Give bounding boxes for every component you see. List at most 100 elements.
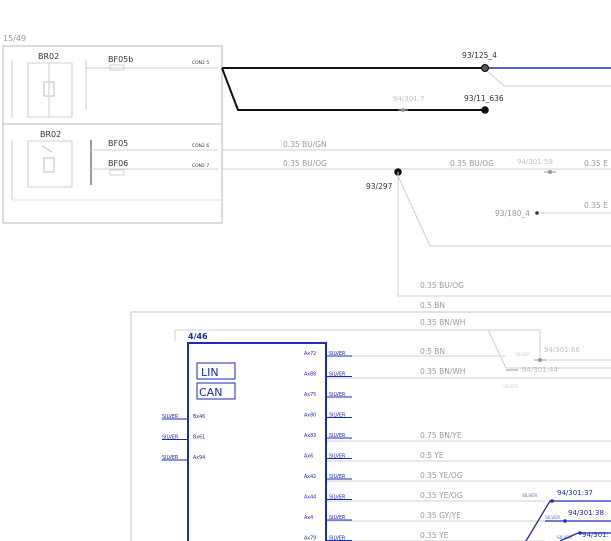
pin-label-ax79: Ax79 bbox=[304, 536, 316, 541]
silver-label-1: SILVER bbox=[515, 352, 530, 358]
pin-silver-ax79: SILVER bbox=[329, 536, 346, 541]
pin-3-label: CON2 7 bbox=[192, 163, 209, 169]
page-label: 15/49 bbox=[3, 34, 26, 43]
rwire-6-label: 0.35 YE/OG bbox=[420, 491, 463, 500]
wire-1-label: 0.35 BU/GN bbox=[283, 140, 327, 149]
wire-grey-top-right bbox=[485, 69, 611, 87]
splice-9-dot bbox=[550, 499, 554, 503]
pin-silver-ax6: SILVER bbox=[329, 454, 346, 460]
splice-4-label: 93/297 bbox=[366, 182, 393, 191]
fuse-1-label: BF05b bbox=[108, 55, 133, 64]
splice-10-dot bbox=[563, 519, 567, 523]
wire-vertical bbox=[397, 172, 611, 297]
pin-1-label: CON2 5 bbox=[192, 60, 209, 66]
silver-label-3: SILVER bbox=[522, 493, 537, 499]
left-silver-bx46: SILVER bbox=[162, 414, 179, 420]
pin-silver-ax88: SILVER bbox=[329, 372, 346, 378]
pin-label-ax83: Ax83 bbox=[304, 433, 316, 439]
can-label: CAN bbox=[199, 386, 222, 399]
fuse-3-symbol bbox=[109, 169, 125, 176]
pin-silver-ax42: SILVER bbox=[329, 474, 346, 480]
wire-3-label: 0.35 BU/OG bbox=[450, 159, 494, 168]
left-silver-bx61: SILVER bbox=[162, 435, 179, 441]
relay-b-switch bbox=[41, 145, 53, 153]
pin-label-ax44: Ax44 bbox=[304, 495, 316, 501]
pin-label-ax88: Ax88 bbox=[304, 372, 316, 378]
left-pin-ax94: Ax94 bbox=[193, 455, 205, 461]
splice-7-dot bbox=[538, 358, 542, 362]
pin-silver-ax80: SILVER bbox=[329, 413, 346, 419]
pin-label-ax72: Ax72 bbox=[304, 351, 316, 357]
black-wires: 93/125_4 94/301:7 93/11_636 bbox=[221, 51, 611, 114]
left-silver-ax94: SILVER bbox=[162, 455, 179, 461]
relay-b-body bbox=[27, 140, 73, 188]
fuse-relay-module: BR02 BF05b CON2 5 BR02 BF05 BF06 CON2 6 … bbox=[2, 45, 223, 224]
splice-7-label: 94/301:66 bbox=[544, 346, 580, 354]
wire-4-label: 0.35 E bbox=[584, 159, 608, 168]
splice-2-dot bbox=[401, 108, 405, 112]
wire-r1-diag bbox=[487, 329, 611, 369]
relay-a-body bbox=[27, 62, 73, 118]
outer-frame bbox=[130, 311, 611, 541]
splice-8-label: 94/301:44 bbox=[522, 366, 558, 374]
splice-5-dot bbox=[548, 170, 552, 174]
splice-11-label: 94/301: bbox=[582, 531, 609, 539]
vwire-3-label: 0.35 BN/WH bbox=[420, 318, 465, 327]
module-outline-blue bbox=[187, 342, 327, 541]
splice-9-label: 94/301:37 bbox=[557, 489, 593, 497]
splice-1-dot bbox=[481, 64, 489, 72]
splice-3-label: 93/11_636 bbox=[464, 94, 504, 103]
rwire-2-label: 0.35 BN/WH bbox=[420, 367, 465, 376]
left-pin-bx46: Bx46 bbox=[193, 414, 205, 420]
splice-3-dot bbox=[481, 106, 489, 114]
pin-silver-ax72: SILVER bbox=[329, 351, 346, 357]
rwire-8-label: 0.35 YE bbox=[420, 531, 449, 540]
pin-label-ax75: Ax75 bbox=[304, 392, 316, 398]
silver-label-2: SILVER bbox=[503, 384, 518, 390]
rwire-1-label: 0.5 BN bbox=[420, 347, 445, 356]
blue-splice-wire-a bbox=[525, 500, 611, 541]
wire-diag bbox=[397, 175, 611, 247]
splice-11-dot bbox=[578, 531, 582, 535]
grey-wires: 93/297 0.35 BU/GN 0.35 BU/OG 0.35 BU/OG … bbox=[222, 140, 611, 327]
rwire-5-label: 0.35 YE/OG bbox=[420, 471, 463, 480]
lower-wires: 94/301:66 94/301:44 SILVER SILVER 0.5 BN… bbox=[130, 311, 611, 541]
relay-a-label: BR02 bbox=[38, 52, 59, 61]
splice-5-label: 94/301:59 bbox=[517, 158, 553, 166]
can-box bbox=[196, 382, 236, 400]
splice-6-dot bbox=[535, 211, 539, 215]
silver-label-5: SILVER bbox=[557, 535, 572, 541]
splice-10-label: 94/301:38 bbox=[568, 509, 604, 517]
wire-5-label: 0.35 E bbox=[584, 201, 608, 210]
blue-splice-wire-c bbox=[559, 532, 611, 541]
splice-1-label: 93/125_4 bbox=[462, 51, 497, 60]
pin-label-ax80: Ax80 bbox=[304, 413, 316, 419]
vwire-2-label: 0.5 BN bbox=[420, 301, 445, 310]
pin-label-ax6: Ax6 bbox=[304, 454, 313, 460]
rwire-4-label: 0.5 YE bbox=[420, 451, 444, 460]
fuse-2-label: BF05 bbox=[108, 139, 128, 148]
bn-wire bbox=[175, 329, 611, 361]
relay-b-coil bbox=[43, 157, 55, 173]
lin-label: LIN bbox=[201, 366, 219, 379]
relay-b-label: BR02 bbox=[40, 130, 61, 139]
pin-label-ax42: Ax42 bbox=[304, 474, 316, 480]
wire-2-label: 0.35 BU/OG bbox=[283, 159, 327, 168]
module-id: 4/46 bbox=[188, 332, 208, 341]
pin-silver-ax44: SILVER bbox=[329, 495, 346, 501]
splice-2-label: 94/301:7 bbox=[393, 95, 424, 103]
module-outline bbox=[2, 45, 223, 224]
rwire-7-label: 0.35 GY/YE bbox=[420, 511, 461, 520]
left-pin-bx61: Bx61 bbox=[193, 435, 205, 441]
lin-box bbox=[196, 362, 236, 380]
splice-6-label: 93/180_4 bbox=[495, 209, 530, 218]
pin-label-ax4: Ax4 bbox=[304, 515, 313, 521]
wire-black-lower bbox=[221, 67, 485, 111]
vwire-1-label: 0.35 BU/OG bbox=[420, 281, 464, 290]
silver-label-4: SILVER bbox=[545, 515, 560, 521]
pin-silver-ax4: SILVER bbox=[329, 515, 346, 521]
